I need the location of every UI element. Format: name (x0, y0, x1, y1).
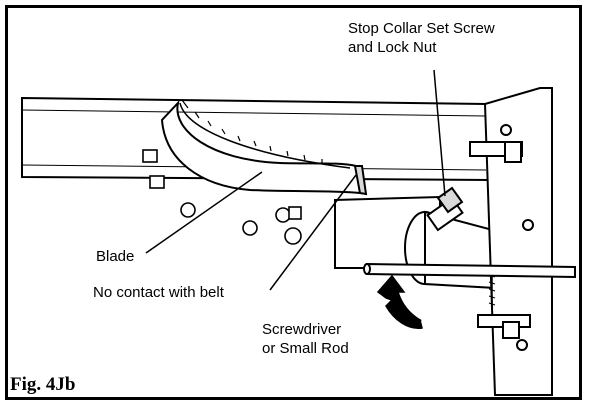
figure-label: Fig. 4Jb (10, 374, 76, 395)
label-screwdriver-line2: or Small Rod (262, 340, 349, 357)
screwdriver-rod (363, 262, 576, 279)
leader-lines (145, 69, 446, 291)
mounting-bracket (469, 87, 553, 396)
label-no-contact: No contact with belt (93, 284, 224, 301)
label-screwdriver-line1: Screwdriver (262, 321, 342, 338)
blade-mount-bolts (142, 149, 302, 245)
label-stop-collar-line1: Stop Collar Set Screw (348, 20, 495, 37)
label-stop-collar: Stop Collar Set Screw and Lock Nut (348, 19, 495, 57)
label-blade: Blade (96, 248, 135, 265)
label-stop-collar-line2: and Lock Nut (348, 39, 437, 56)
rotation-arrow-icon (376, 274, 423, 329)
figure-frame (5, 5, 582, 400)
blade (160, 99, 368, 196)
label-screwdriver: Screwdriver or Small Rod (262, 320, 349, 358)
